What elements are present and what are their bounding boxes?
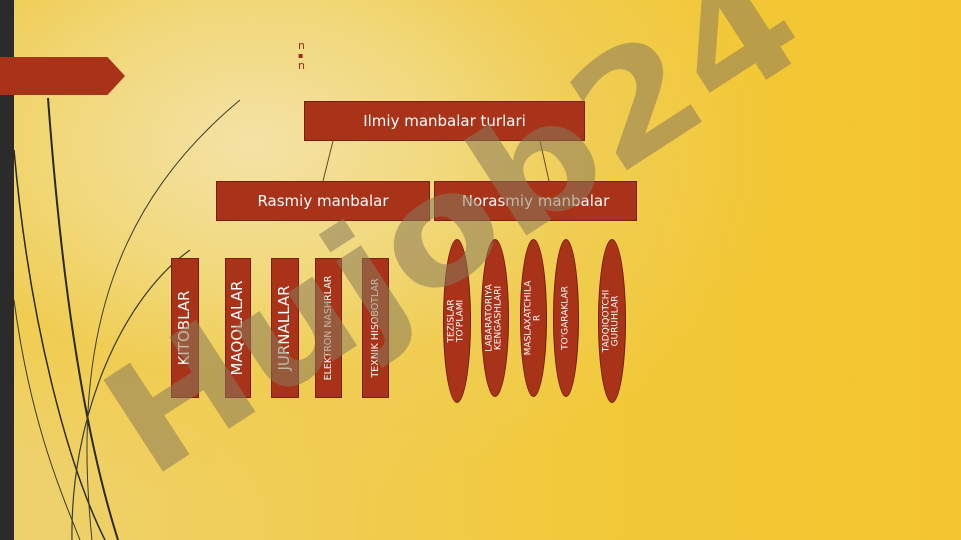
norasmiy-item-tadqiqotchi: TADQIQOTCHI GURUHLAR [598,239,626,403]
rasmiy-item-maqolalar: MAQOLALAR [225,258,251,398]
arrow-tab-decoration [0,57,125,95]
diagram-root-label: Ilmiy manbalar turlari [363,112,526,130]
left-dark-bar [0,0,14,540]
norasmiy-item-togaraklar: TO'GARAKLAR [553,239,579,397]
norasmiy-item-maslaxatchilar: MASLAXATCHILA R [520,239,547,397]
branch-norasmiy-box: Norasmiy manbalar [434,181,637,221]
rasmiy-item-texnik: TEXNIK HISOBOTLAR [362,258,389,398]
diagram-root-box: Ilmiy manbalar turlari [304,101,585,141]
rasmiy-item-kitoblar: KITOBLAR [171,258,199,398]
norasmiy-item-labaratoriya: LABARATORIYA KENGASHLARI [481,239,509,397]
norasmiy-item-label: MASLAXATCHILA R [523,280,543,356]
rasmiy-item-label: MAQOLALAR [228,280,247,376]
rasmiy-item-label: JURNALLAR [275,285,294,371]
norasmiy-item-label: LABARATORIYA KENGASHLARI [484,284,504,352]
branch-rasmiy-box: Rasmiy manbalar [216,181,430,221]
norasmiy-item-label: TO'GARAKLAR [560,286,571,350]
rasmiy-item-elektron: ELEKTRON NASHRLAR [315,258,342,398]
branch-rasmiy-label: Rasmiy manbalar [257,192,389,210]
rasmiy-item-label: KITOBLAR [175,290,194,366]
slide-title-glyphs: n ▪ n [298,40,305,72]
title-glyph-1: n [298,39,305,52]
rasmiy-item-label: ELEKTRON NASHRLAR [322,275,334,381]
title-glyph-3: n [298,59,305,72]
norasmiy-item-label: TADQIQOTCHI GURUHLAR [601,289,621,353]
title-glyph-2: ▪ [298,51,304,60]
norasmiy-item-label: TEZISLAR TO'PLAMI [446,299,466,343]
norasmiy-item-tezislar: TEZISLAR TO'PLAMI [443,239,471,403]
rasmiy-item-jurnallar: JURNALLAR [271,258,299,398]
rasmiy-item-label: TEXNIK HISOBOTLAR [369,278,381,378]
branch-norasmiy-label: Norasmiy manbalar [461,192,610,210]
